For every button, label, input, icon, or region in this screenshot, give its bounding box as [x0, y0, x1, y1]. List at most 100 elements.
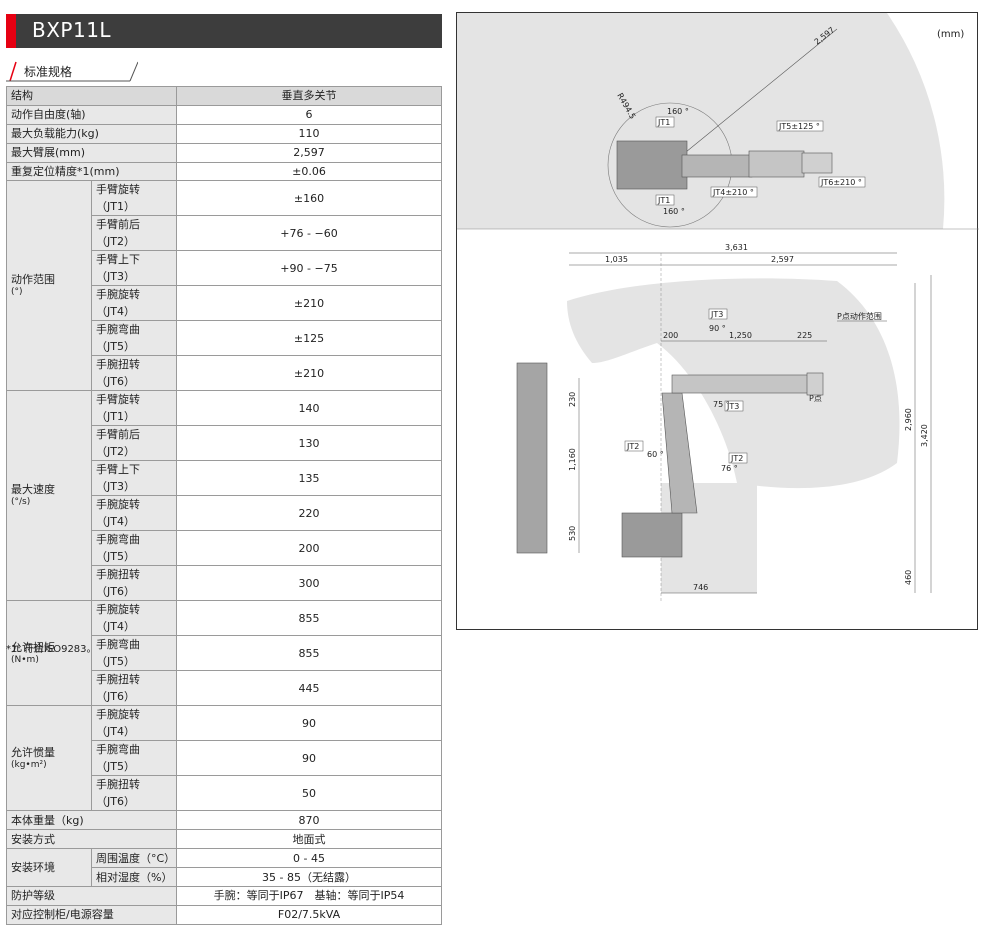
axis-value: 90	[176, 740, 442, 777]
dim-225: 225	[797, 331, 812, 340]
axis-value: 220	[176, 495, 442, 532]
table-row: 最大臂展(mm) 2,597	[6, 142, 442, 163]
row-value: 6	[176, 104, 442, 125]
row-value: 垂直多关节	[176, 86, 442, 106]
jt3-down-angle: 75 °	[713, 400, 730, 409]
axis-label: 手臂前后（JT2）	[91, 215, 177, 252]
table-row: 允许扭矩(N•m) 手腕旋转（JT4） 855	[6, 600, 442, 707]
row-value: 2,597	[176, 142, 442, 163]
row-label: 防护等级	[6, 886, 177, 906]
dim-200: 200	[663, 331, 678, 340]
table-row: 最大速度(°/s) 手臂旋转（JT1） 140	[6, 390, 442, 602]
axis-value: 200	[176, 530, 442, 567]
dim-1250: 1,250	[729, 331, 752, 340]
axis-value: +90 - −75	[176, 250, 442, 287]
table-row: 手腕扭转（JT6）±210	[7, 355, 442, 392]
table-row: 手臂前后（JT2）+76 - −60	[7, 215, 442, 252]
table-row: 手臂上下（JT3）+90 - −75	[7, 250, 442, 287]
row-value: ±0.06	[176, 161, 442, 182]
section-title: 标准规格	[24, 65, 73, 79]
dim-530: 530	[568, 526, 577, 541]
axis-label: 手腕扭转（JT6）	[91, 355, 177, 392]
row-label: 最大负载能力(kg)	[6, 123, 177, 144]
title-accent	[6, 14, 16, 48]
jt5-label: JT5±125 °	[778, 122, 820, 131]
axis-label: 手腕旋转（JT4）	[91, 285, 177, 322]
axis-label: 手腕扭转（JT6）	[91, 670, 177, 707]
table-row: 对应控制柜/电源容量 F02/7.5kVA	[6, 904, 442, 925]
jt3-label-lower: JT3	[726, 402, 739, 411]
jt2-front-angle: 76 °	[721, 464, 738, 473]
row-label: 对应控制柜/电源容量	[6, 904, 177, 925]
side-upper-arm-shape	[671, 374, 813, 394]
rear-view-robot-shape	[516, 362, 548, 554]
tab-outline	[6, 61, 139, 82]
row-label: 最大臂展(mm)	[6, 142, 177, 163]
group-label-speed: 最大速度(°/s)	[6, 390, 92, 602]
axis-label: 手腕弯曲（JT5）	[91, 635, 177, 672]
table-row: 手臂上下（JT3）135	[7, 460, 442, 497]
axis-value: 35 - 85（无结露）	[176, 867, 442, 888]
axis-label: 手腕弯曲（JT5）	[91, 320, 177, 357]
axis-label: 手腕扭转（JT6）	[91, 565, 177, 602]
top-wrist-shape	[801, 152, 833, 174]
axis-label: 手腕旋转（JT4）	[91, 600, 177, 637]
jt2-label-box-right	[728, 452, 748, 464]
diagram-canvas: (mm) 2,597 R494.5 160 ° JT1 JT1 160 ° JT…	[457, 13, 979, 603]
top-view-work-envelope	[457, 13, 945, 229]
footnote: *1: 符合ISO9283。	[6, 644, 97, 655]
jt4-label: JT4±210 °	[712, 188, 754, 197]
axis-label: 手臂前后（JT2）	[91, 425, 177, 462]
jt3-label-box-lower	[724, 400, 744, 412]
axis-value: 135	[176, 460, 442, 497]
axis-value: 50	[176, 775, 442, 812]
side-wrist-shape	[806, 372, 824, 396]
jt1-label-box-lower	[655, 194, 675, 206]
p-point-label: P点	[809, 394, 822, 403]
row-label: 本体重量（kg)	[6, 810, 177, 831]
axis-value: 855	[176, 600, 442, 637]
dim-230: 230	[568, 392, 577, 407]
axis-label: 手腕弯曲（JT5）	[91, 740, 177, 777]
dim-1160: 1,160	[568, 448, 577, 471]
table-row: 本体重量（kg) 870	[6, 810, 442, 831]
axis-value: 300	[176, 565, 442, 602]
table-row: 重复定位精度*1(mm) ±0.06	[6, 161, 442, 182]
jt4-label-box	[710, 186, 758, 198]
dim-746: 746	[693, 583, 708, 592]
axis-value: 130	[176, 425, 442, 462]
axis-label: 手腕旋转（JT4）	[91, 705, 177, 742]
group-label-inertia: 允许惯量(kg•m²)	[6, 705, 92, 812]
row-value: 870	[176, 810, 442, 831]
axis-value: 855	[176, 635, 442, 672]
jt5-label-box	[776, 120, 824, 132]
jt1-label-lower: JT1	[657, 196, 670, 205]
row-label: 结构	[6, 86, 177, 106]
table-row: 结构 垂直多关节	[6, 86, 442, 106]
product-title-bar: BXP11L	[6, 14, 442, 48]
table-row: 安装方式 地面式	[6, 829, 442, 850]
top-forearm-shape	[748, 150, 805, 178]
table-row: 安装环境 周围温度（°C） 0 - 45	[6, 848, 442, 888]
axis-label: 周围温度（°C）	[91, 848, 177, 869]
axis-label: 手腕扭转（JT6）	[91, 775, 177, 812]
group-label-env: 安装环境	[6, 848, 92, 888]
jt1-angle-top: 160 °	[667, 107, 689, 116]
axis-value: 445	[176, 670, 442, 707]
jt2-label-box-left	[624, 440, 644, 452]
axis-value: 90	[176, 705, 442, 742]
unit-label: (mm)	[937, 29, 964, 40]
axis-label: 手臂旋转（JT1）	[91, 180, 177, 217]
group-label-range: 动作范围(°)	[6, 180, 92, 392]
jt3-label-box-upper	[708, 308, 728, 320]
row-value: F02/7.5kVA	[176, 904, 442, 925]
jt6-label: JT6±210 °	[820, 178, 862, 187]
jt3-up-angle: 90 °	[709, 324, 726, 333]
table-row: 动作自由度(轴) 6	[6, 104, 442, 125]
axis-value: 0 - 45	[176, 848, 442, 869]
row-label: 重复定位精度*1(mm)	[6, 161, 177, 182]
jt3-label-upper: JT3	[710, 310, 723, 319]
row-label: 动作自由度(轴)	[6, 104, 177, 125]
table-row: 防护等级 手腕：等同于IP67 基轴：等同于IP54	[6, 886, 442, 906]
jt1-label-top: JT1	[657, 118, 670, 127]
